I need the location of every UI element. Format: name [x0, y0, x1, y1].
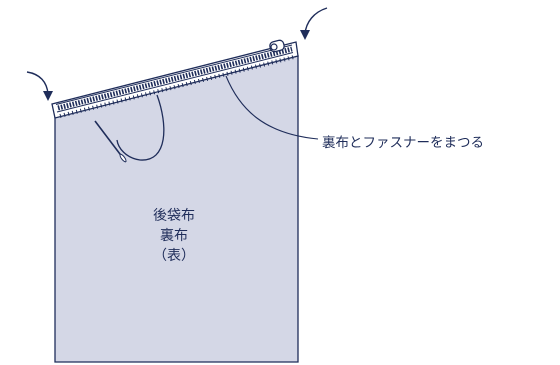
- zipper-edge-bottom: [56, 52, 294, 113]
- panel-title: 後袋布: [153, 208, 195, 224]
- panel-side: （表）: [153, 248, 195, 264]
- sewing-thread: [116, 94, 165, 161]
- zipper: [51, 39, 299, 119]
- zipper-pull-icon: [269, 39, 285, 53]
- panel-subtitle: 裏布: [160, 228, 188, 244]
- arrow-curved-icon: [300, 7, 328, 40]
- callout-label: 裏布とファスナーをまつる: [322, 135, 484, 151]
- needle-icon: [94, 120, 127, 163]
- callout-leader-line: [225, 75, 319, 140]
- arrow-curved-icon-left: [26, 71, 53, 101]
- zipper-edge-top: [55, 44, 293, 105]
- zipper-teeth: [57, 46, 293, 111]
